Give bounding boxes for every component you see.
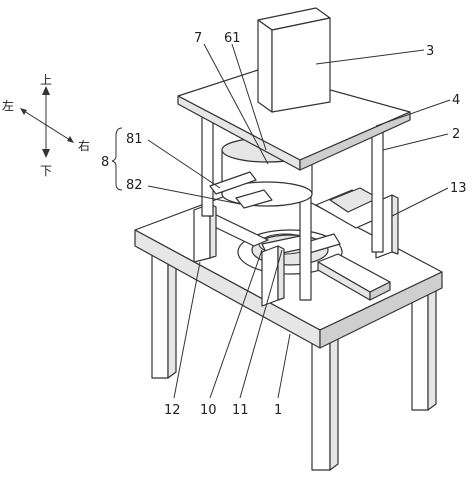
leader-1 — [277, 333, 291, 399]
compass-up-label: 上 — [40, 73, 52, 87]
down-arrowhead-icon — [42, 149, 50, 158]
leg-right-side — [427, 278, 437, 411]
bracket-8 — [111, 127, 123, 191]
leg-front-side — [329, 323, 339, 471]
label-82: 82 — [126, 178, 143, 193]
up-arrowhead-icon — [42, 86, 50, 95]
compass-right-label: 右 — [78, 138, 90, 153]
direction-compass: 上 下 左 右 — [2, 73, 90, 178]
label-1: 1 — [274, 403, 282, 418]
label-2: 2 — [452, 127, 460, 142]
right-arrowhead-icon — [67, 136, 74, 143]
diagonal-arrow-line — [23, 110, 71, 141]
label-8: 8 — [101, 155, 109, 170]
label-13: 13 — [450, 181, 467, 196]
left-arrowhead-icon — [20, 108, 27, 115]
label-81: 81 — [126, 132, 143, 147]
leader-lines — [147, 43, 451, 399]
clamp-plate-13-side — [391, 194, 399, 255]
top-plate-right-edge — [299, 111, 411, 171]
label-4: 4 — [452, 93, 460, 108]
leader-13 — [391, 187, 449, 217]
punch-slider-82 — [235, 189, 273, 209]
punch-rod-81 — [209, 171, 257, 195]
label-10: 10 — [200, 403, 217, 418]
cylinder-block — [257, 7, 331, 113]
column-right — [371, 119, 384, 253]
cylinder-front-face — [271, 17, 331, 113]
left-clamp-plate-side — [209, 203, 217, 259]
column-back-left — [201, 111, 214, 217]
clamp-arm-end — [369, 281, 391, 301]
front-clamp-plate — [261, 245, 279, 307]
label-12: 12 — [164, 403, 181, 418]
leader-2 — [382, 133, 449, 151]
compass-left-label: 左 — [2, 98, 14, 113]
compass-down-label: 下 — [40, 164, 52, 178]
label-3: 3 — [426, 44, 434, 59]
leader-3 — [315, 49, 425, 65]
upper-punch — [209, 137, 313, 209]
leader-7 — [203, 43, 269, 165]
worktable-right-edge — [319, 271, 443, 349]
top-plate — [177, 69, 411, 171]
leader-82 — [147, 185, 241, 205]
label-7: 7 — [194, 31, 202, 46]
cylinder-left-face — [257, 19, 273, 113]
label-11: 11 — [232, 403, 249, 418]
leader-12 — [173, 261, 201, 399]
front-right-clamp — [317, 253, 391, 301]
label-61: 61 — [224, 31, 241, 46]
leader-81 — [147, 139, 221, 189]
leg-front — [311, 327, 331, 471]
leader-61 — [231, 43, 267, 151]
leader-4 — [375, 99, 451, 127]
leader-11 — [239, 249, 283, 399]
part-labels: 3 7 61 4 2 13 81 8 82 12 10 11 1 — [101, 31, 467, 418]
leader-10 — [209, 249, 263, 399]
